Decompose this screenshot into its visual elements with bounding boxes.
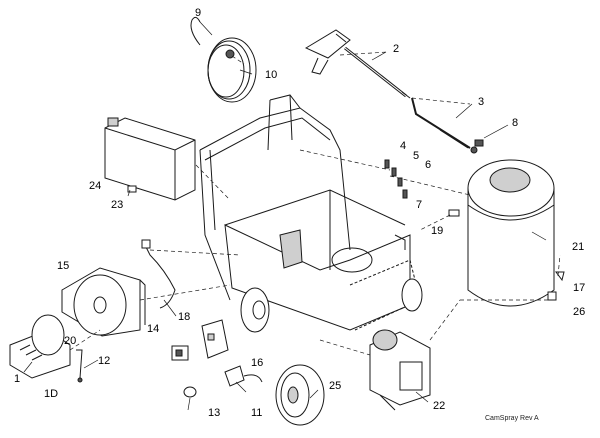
callout-5: 5 xyxy=(413,150,420,162)
callout-15: 15 xyxy=(57,260,70,272)
fitting-19 xyxy=(448,209,460,217)
small-clip xyxy=(127,185,137,193)
callout-20: 20 xyxy=(64,335,77,347)
callout-7: 7 xyxy=(416,199,423,211)
callout-leaders xyxy=(23,21,547,411)
leader-lines xyxy=(69,51,561,356)
callout-8: 8 xyxy=(512,117,519,129)
callout-10: 10 xyxy=(265,69,278,81)
callout-18: 18 xyxy=(178,311,191,323)
callout-6: 6 xyxy=(425,159,432,171)
callout-26: 26 xyxy=(573,306,586,318)
spray-wand xyxy=(411,97,478,154)
burner-assembly xyxy=(369,329,431,411)
callout-12: 12 xyxy=(98,355,111,367)
spray-gun xyxy=(304,29,411,99)
callout-1d: 1D xyxy=(44,388,59,400)
bolts-4-7 xyxy=(384,159,408,199)
callout-14: 14 xyxy=(147,323,160,335)
callout-4: 4 xyxy=(400,140,407,152)
loose-wheel xyxy=(275,364,325,426)
cart-wheel-right xyxy=(401,278,423,312)
motor xyxy=(61,267,146,337)
callout-3: 3 xyxy=(478,96,485,108)
valve-12 xyxy=(76,349,83,383)
callout-1: 1 xyxy=(14,373,21,385)
tank-fitting-17 xyxy=(555,271,565,282)
callout-13: 13 xyxy=(208,407,221,419)
nozzle xyxy=(474,139,484,147)
water-tank xyxy=(467,159,555,307)
callout-2: 2 xyxy=(393,43,400,55)
callout-17: 17 xyxy=(573,282,586,294)
pump xyxy=(9,314,71,379)
cart-frame xyxy=(199,94,421,331)
callout-11: 11 xyxy=(251,407,263,419)
power-cable xyxy=(141,239,176,309)
hose-coil xyxy=(190,16,257,103)
sensor-11 xyxy=(224,365,263,387)
callout-24: 24 xyxy=(89,180,102,192)
revision-label: CamSpray Rev A xyxy=(485,415,539,422)
callout-9: 9 xyxy=(195,7,202,19)
callout-22: 22 xyxy=(433,400,446,412)
callout-21: 21 xyxy=(572,241,585,253)
control-box xyxy=(201,319,229,359)
tank-fitting-26 xyxy=(547,291,557,301)
cap-13 xyxy=(183,386,197,398)
callout-25: 25 xyxy=(329,380,342,392)
switch xyxy=(171,345,189,361)
callout-19: 19 xyxy=(431,225,444,237)
callout-23: 23 xyxy=(111,199,124,211)
cart-wheel-left xyxy=(240,287,270,333)
tank-box xyxy=(104,117,196,201)
callout-16: 16 xyxy=(251,357,264,369)
